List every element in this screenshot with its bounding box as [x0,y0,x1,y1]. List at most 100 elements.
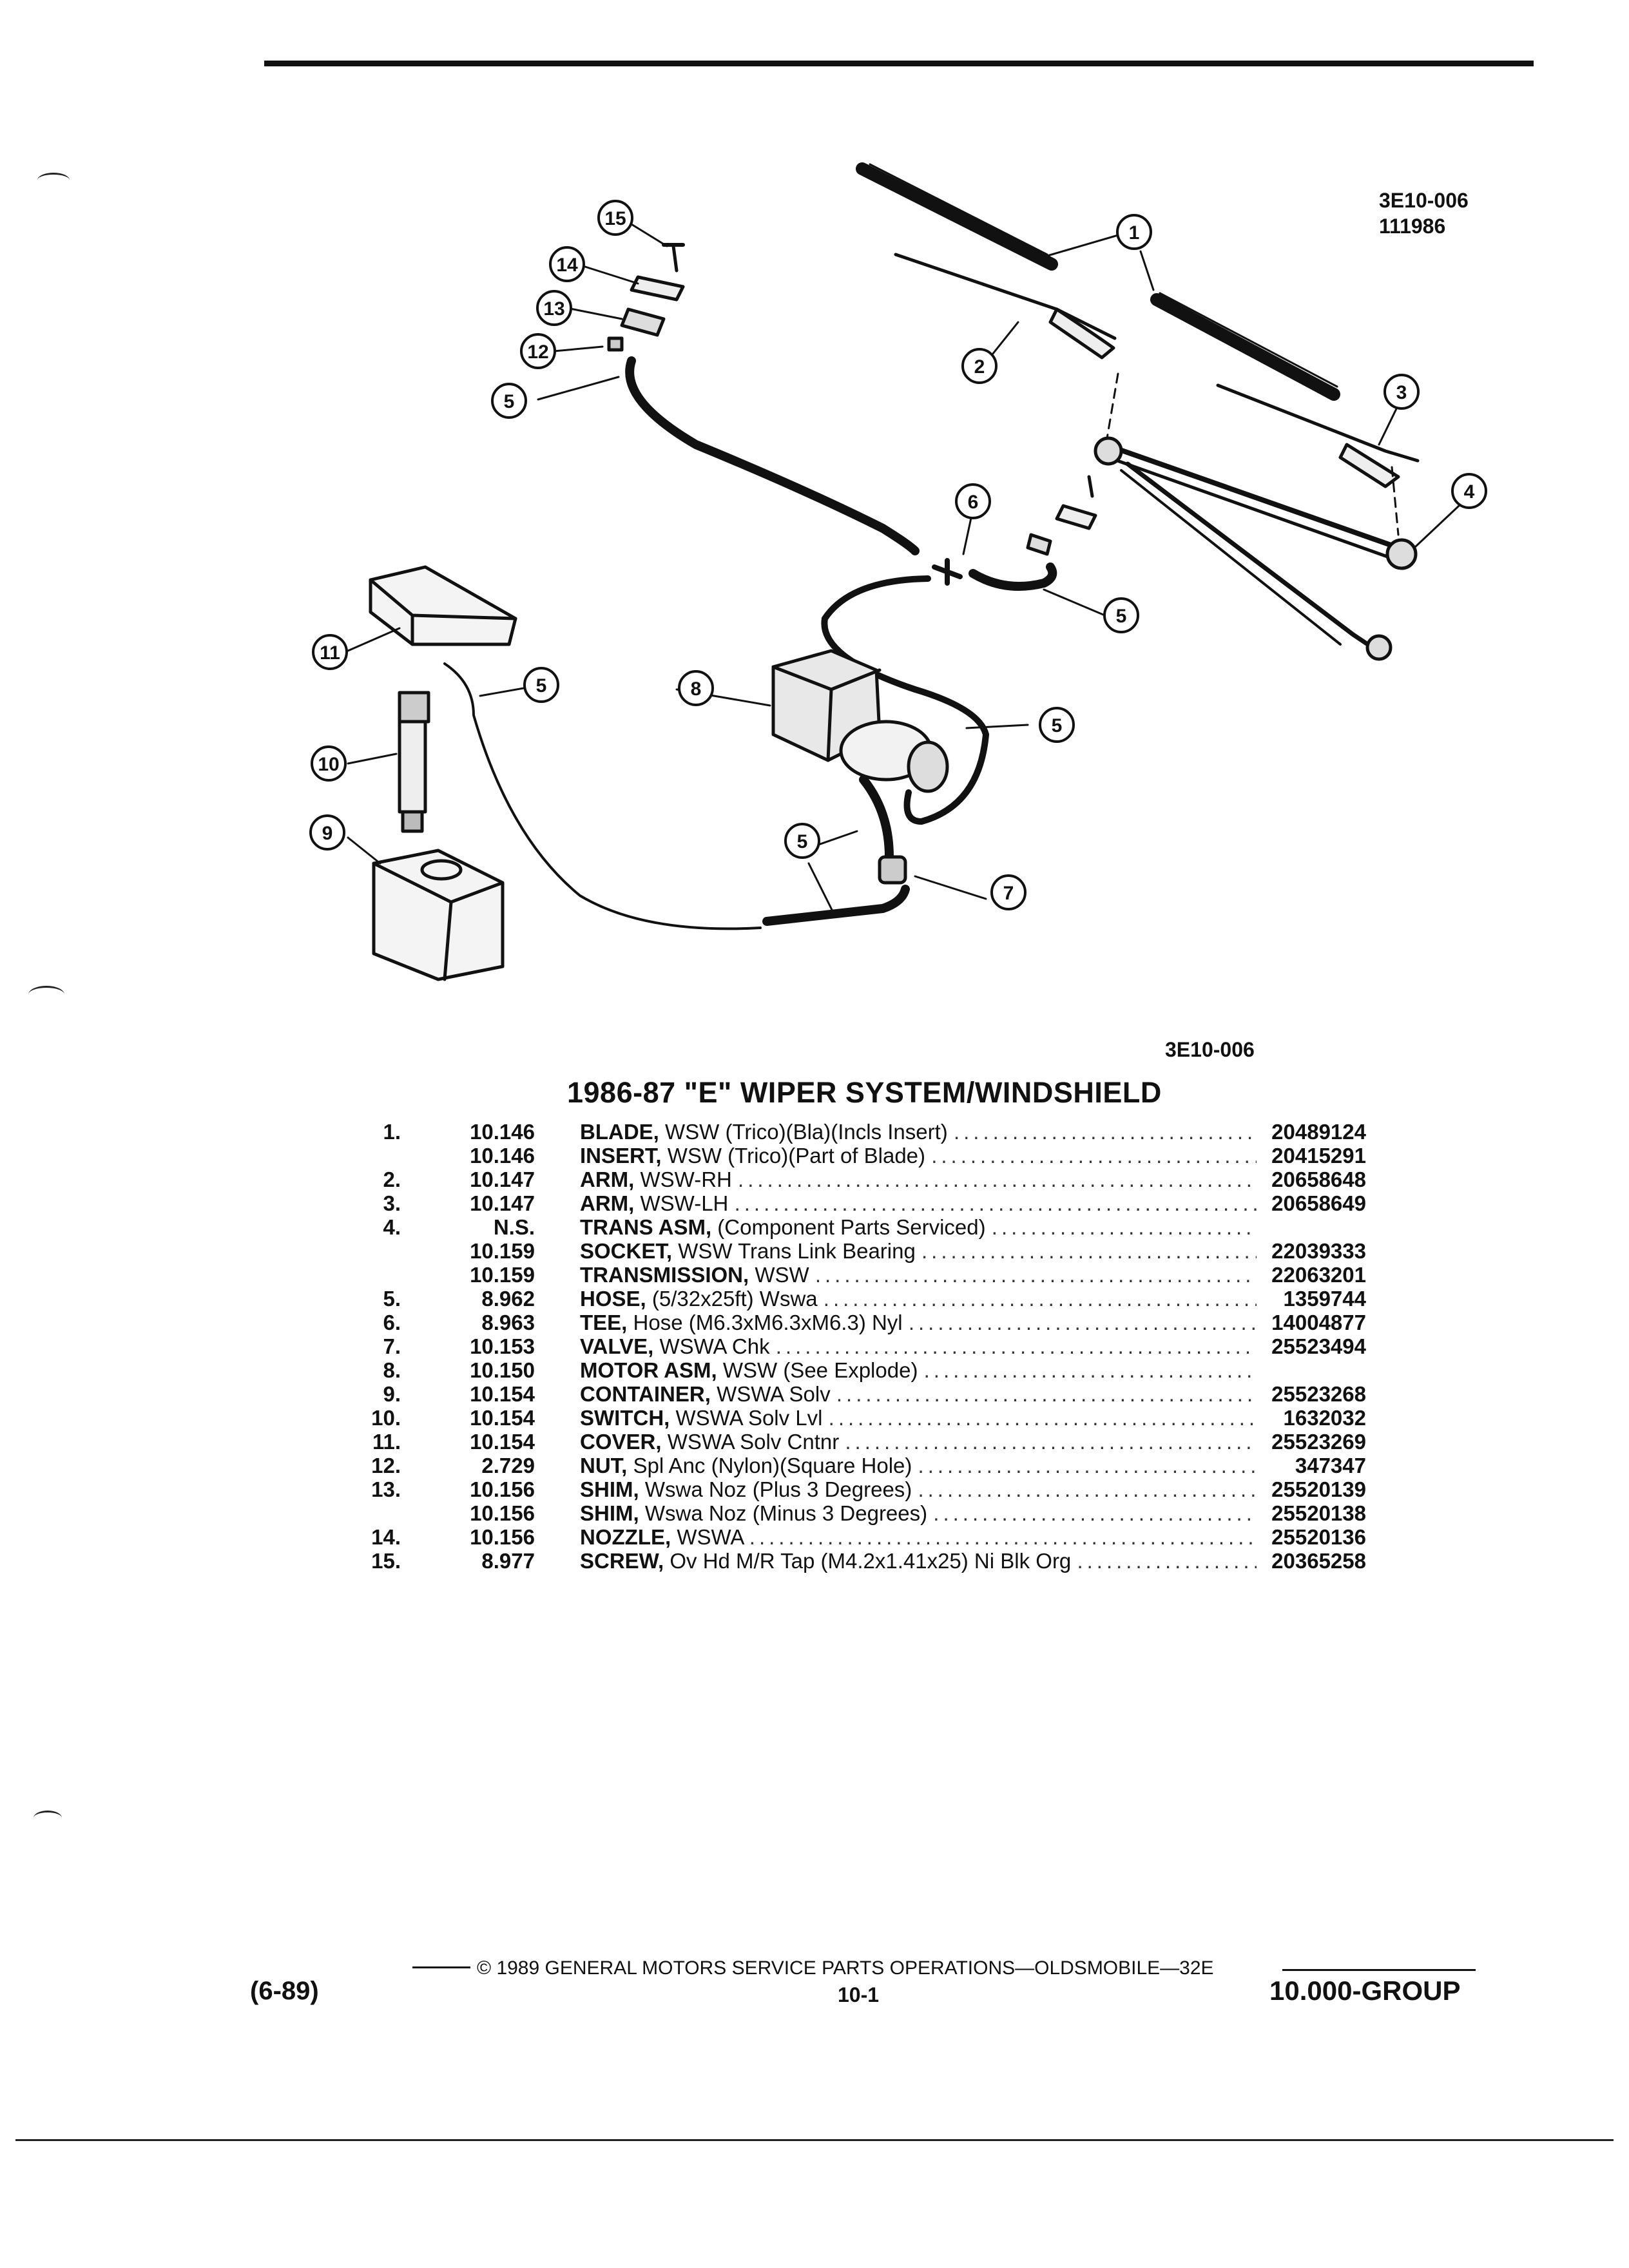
part-description: VALVE, WSWA Chk ........................… [580,1334,1257,1358]
item-number: 10. [371,1406,401,1430]
svg-text:5: 5 [797,831,808,852]
svg-text:11: 11 [320,642,340,664]
bottom-rule [15,2139,1614,2141]
group-number: 10.146 [470,1120,535,1144]
callout-5-e: 5 [784,823,820,859]
wiper-blade-upper [856,162,1058,271]
wiper-motor [771,649,949,793]
parts-row: 10.156 SHIM, Wswa Noz (Minus 3 Degrees) .… [348,1501,1379,1525]
part-number: 25520138 [1271,1501,1366,1525]
leader-dots: ........................................… [991,1215,1257,1239]
part-detail: WSWA Solv Lvl [675,1406,823,1430]
part-name: HOSE, [580,1287,646,1311]
group-number: 10.146 [470,1144,535,1168]
part-name: SWITCH, [580,1406,670,1430]
part-number: 1632032 [1283,1406,1366,1430]
figure-code: 3E10-006 [1379,189,1469,212]
callout-13: 13 [536,290,572,326]
group-number: 10.150 [470,1358,535,1382]
parts-row: 4.N.S.TRANS ASM, (Component Parts Servic… [348,1215,1379,1239]
part-number: 20658648 [1271,1168,1366,1191]
item-number: 9. [383,1382,401,1406]
group-number: 10.156 [470,1501,535,1525]
part-number: 1359744 [1283,1287,1366,1311]
part-name: TRANSMISSION, [580,1263,749,1287]
part-detail: Hose (M6.3xM6.3xM6.3) Nyl [633,1311,903,1334]
item-number: 13. [371,1477,401,1501]
callout-14: 14 [549,246,585,282]
part-number: 22039333 [1271,1239,1366,1263]
callout-8: 8 [678,670,714,706]
figure-date-code: 111986 [1379,215,1446,238]
part-description: ARM, WSW-LH ............................… [580,1191,1257,1215]
footer-rule [1282,1969,1476,1971]
group-number: 10.154 [470,1406,535,1430]
svg-text:8: 8 [691,678,702,700]
part-detail: WSWA Chk [659,1334,770,1358]
part-detail: (Component Parts Serviced) [717,1215,986,1239]
solvent-container-cover [369,565,517,646]
leader-dots: ........................................… [738,1168,1257,1191]
callout-5-a: 5 [491,383,527,419]
wiper-transmission [1094,372,1418,661]
part-name: SOCKET, [580,1239,673,1263]
part-detail: WSW-RH [640,1168,732,1191]
wiper-arm-lh [1216,383,1420,488]
part-number: 20415291 [1271,1144,1366,1168]
part-number: 25523268 [1271,1382,1366,1406]
item-number: 2. [383,1168,401,1191]
part-name: INSERT, [580,1144,662,1168]
callout-9: 9 [309,814,345,850]
part-detail: WSW-LH [640,1191,729,1215]
callout-11: 11 [312,634,348,670]
svg-text:13: 13 [543,298,564,320]
hose-tee [932,558,963,586]
part-name: TEE, [580,1311,628,1334]
item-number: 6. [383,1311,401,1334]
part-number: 25523269 [1271,1430,1366,1454]
scan-mark [37,173,70,187]
svg-text:9: 9 [322,823,333,844]
callout-2: 2 [961,348,998,384]
part-description: NOZZLE, WSWA ...........................… [580,1525,1257,1549]
part-description: SCREW, Ov Hd M/R Tap (M4.2x1.41x25) Ni B… [580,1549,1257,1573]
group-number: 10.147 [470,1191,535,1215]
item-number: 12. [371,1454,401,1477]
part-number: 25520136 [1271,1525,1366,1549]
part-description: SHIM, Wswa Noz (Minus 3 Degrees) .......… [580,1501,1257,1525]
part-detail: Spl Anc (Nylon)(Square Hole) [633,1454,912,1477]
callout-12: 12 [520,333,556,369]
part-detail: (5/32x25ft) Wswa [651,1287,818,1311]
part-detail: WSW (Trico)(Part of Blade) [667,1144,926,1168]
callout-10: 10 [311,745,347,782]
group-number: 10.159 [470,1239,535,1263]
callout-5-b: 5 [1103,597,1139,633]
leader-dots: ........................................… [734,1191,1257,1215]
group-number: 10.147 [470,1168,535,1191]
item-number: 3. [383,1191,401,1215]
part-number: 347347 [1295,1454,1366,1477]
svg-text:5: 5 [536,675,547,697]
washer-nozzle-assembly [607,243,685,352]
wiper-blade-lower [1150,292,1340,401]
solvent-container [372,849,505,981]
part-name: TRANS ASM, [580,1215,712,1239]
part-number: 14004877 [1271,1311,1366,1334]
washer-hose [821,575,989,825]
item-number: 4. [383,1215,401,1239]
part-detail: WSW [755,1263,809,1287]
group-number: 8.962 [481,1287,535,1311]
part-name: SCREW, [580,1549,664,1573]
part-description: HOSE, (5/32x25ft) Wswa .................… [580,1287,1257,1311]
scan-mark [34,1811,62,1825]
part-description: ARM, WSW-RH ............................… [580,1168,1257,1191]
